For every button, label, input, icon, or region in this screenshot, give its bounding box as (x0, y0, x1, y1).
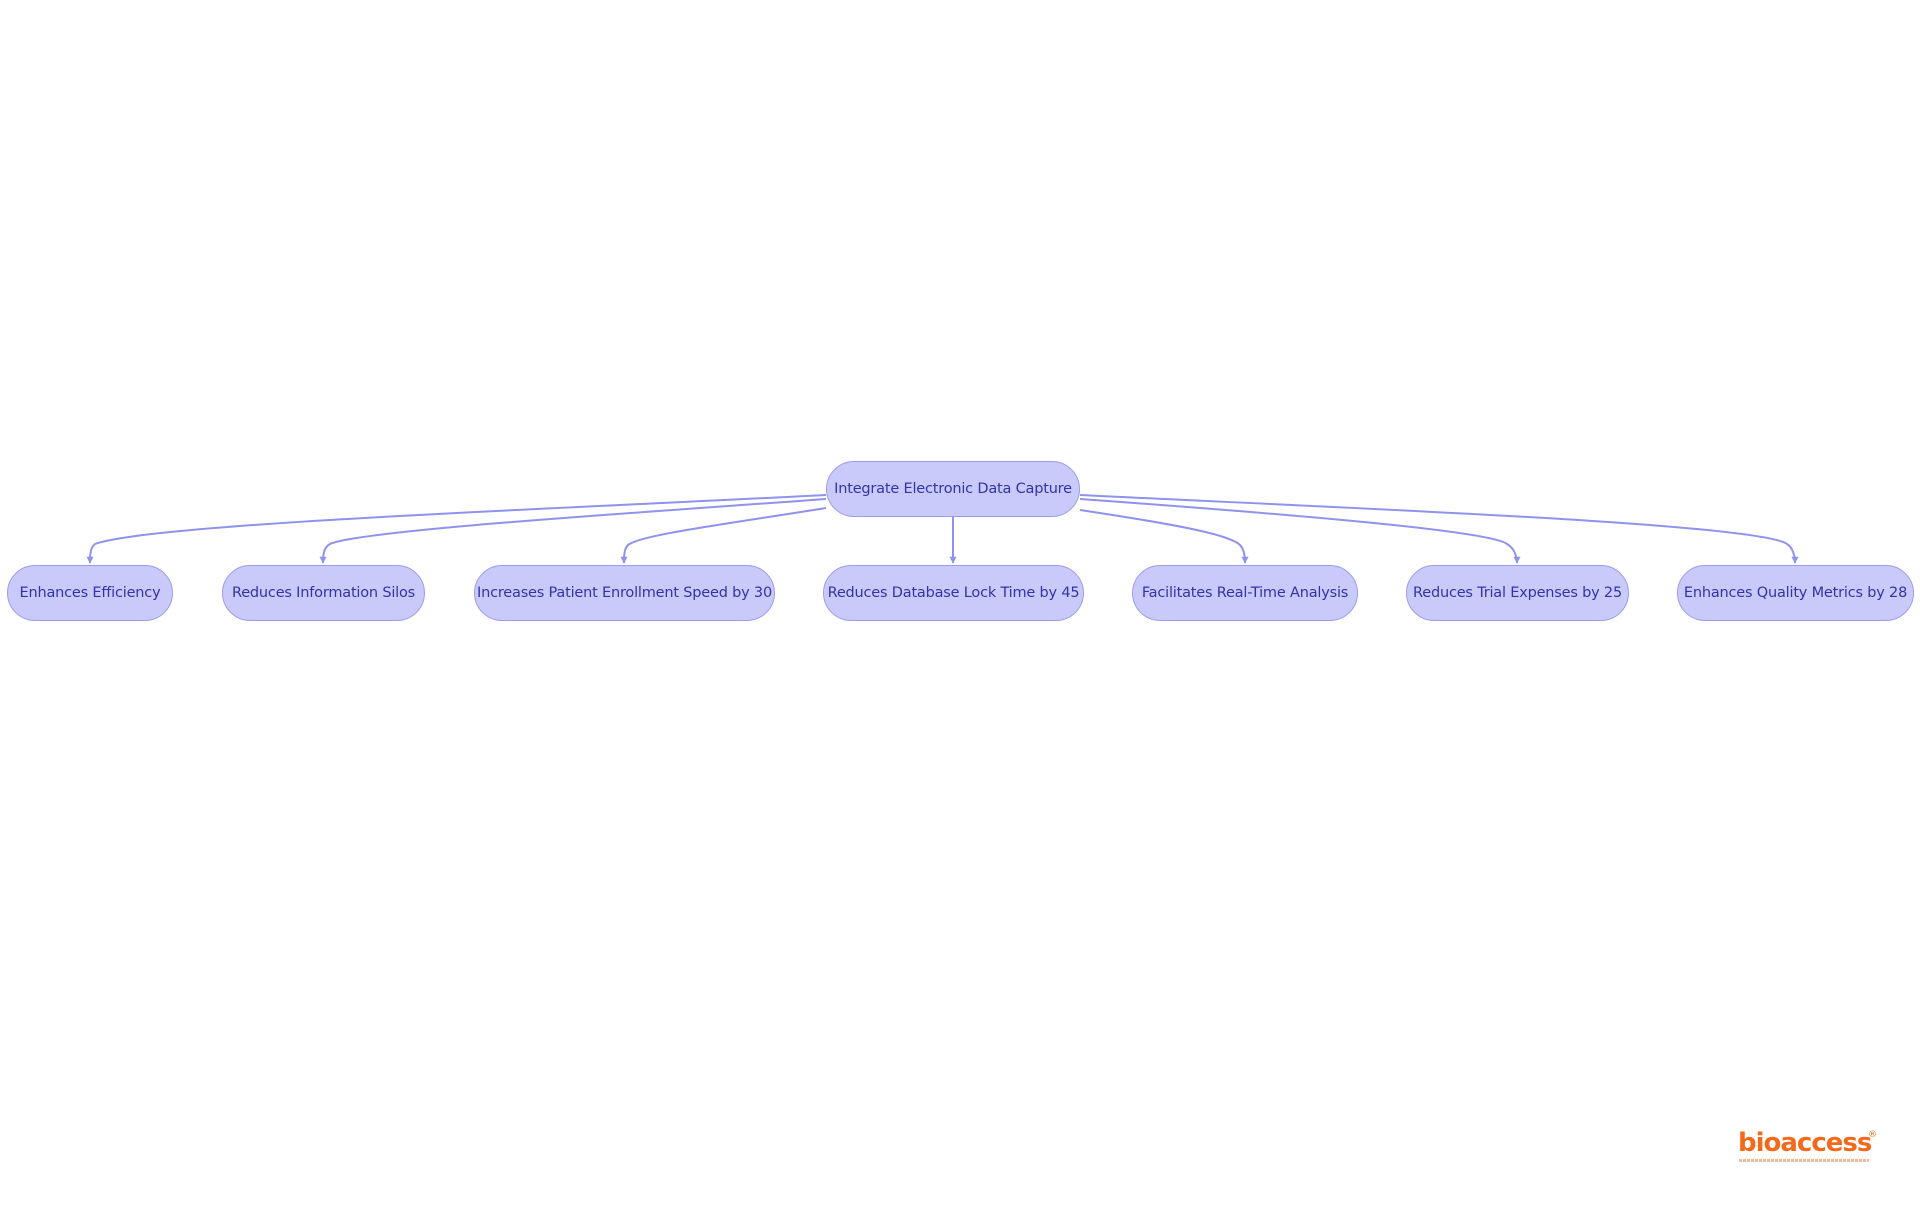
edge-root-to-reduces-trial-expenses (1079, 498, 1521, 564)
node-reduces-information-silos: Reduces Information Silos (222, 565, 425, 621)
node-reduces-trial-expenses: Reduces Trial Expenses by 25 (1406, 565, 1629, 621)
node-enhances-quality-metrics: Enhances Quality Metrics by 28 (1677, 565, 1914, 621)
logo-wordmark: bioaccess (1738, 1128, 1872, 1158)
registered-mark-icon: ® (1868, 1130, 1877, 1140)
node-enhances-efficiency: Enhances Efficiency (7, 565, 173, 621)
node-reduces-database-lock-time: Reduces Database Lock Time by 45 (823, 565, 1084, 621)
edge-root-to-increases-patient-enrollment (620, 507, 827, 564)
edge-root-to-facilitates-real-time-analysis (1079, 509, 1249, 564)
node-increases-patient-enrollment-speed: Increases Patient Enrollment Speed by 30 (474, 565, 775, 621)
logo-tagline (1739, 1159, 1869, 1162)
node-facilitates-real-time-analysis: Facilitates Real-Time Analysis (1132, 565, 1358, 621)
edge-root-to-enhances-efficiency (86, 494, 827, 564)
edge-root-to-enhances-quality-metrics (1079, 494, 1799, 564)
node-integrate-electronic-data-capture: Integrate Electronic Data Capture (826, 461, 1080, 517)
bioaccess-logo: bioaccess ® (1738, 1128, 1877, 1170)
edge-root-to-reduces-information-silos (319, 498, 827, 564)
